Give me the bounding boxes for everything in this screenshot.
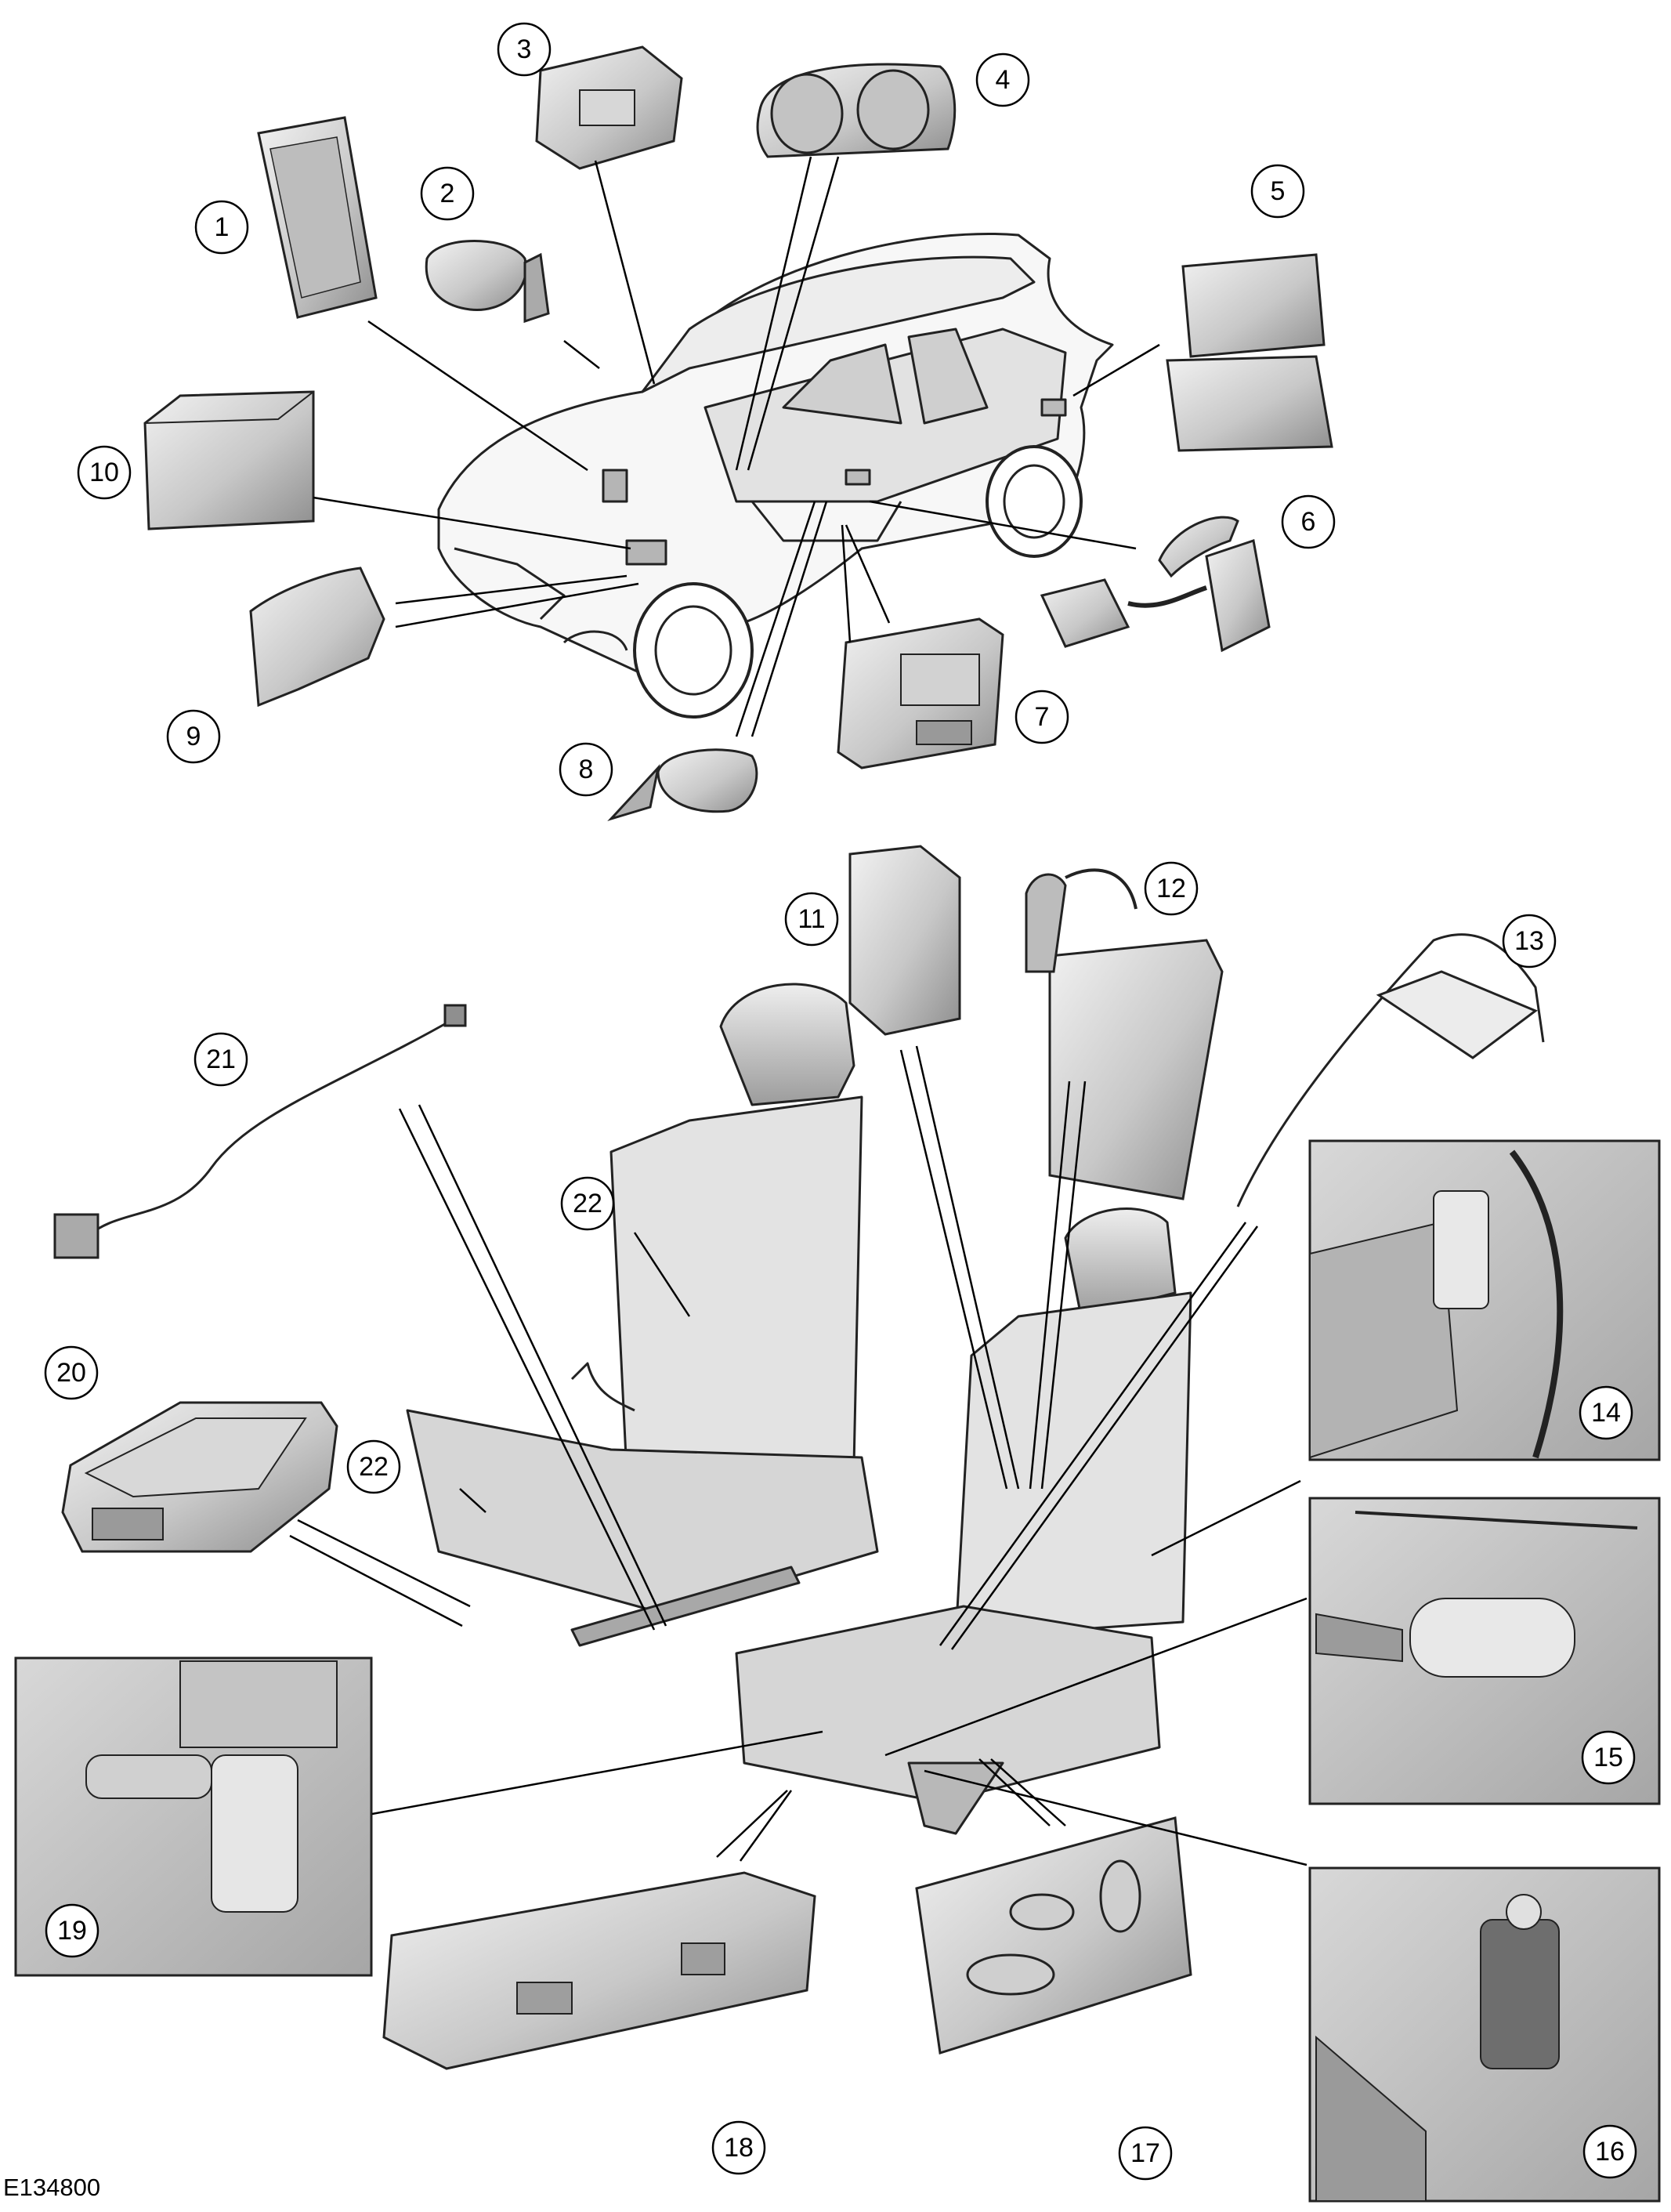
svg-text:7: 7 xyxy=(1035,702,1050,732)
svg-text:10: 10 xyxy=(89,458,119,487)
callout-3: 3 xyxy=(497,22,552,77)
svg-text:14: 14 xyxy=(1591,1398,1621,1428)
svg-text:9: 9 xyxy=(186,722,201,751)
battery xyxy=(143,390,315,530)
svg-text:4: 4 xyxy=(996,65,1011,95)
svg-text:3: 3 xyxy=(517,34,532,64)
callout-22-upper: 22 xyxy=(560,1176,615,1231)
callout-4: 4 xyxy=(975,52,1030,107)
document-id: E134800 xyxy=(3,2174,101,2201)
callout-18: 18 xyxy=(711,2120,766,2175)
callout-12: 12 xyxy=(1144,861,1199,916)
svg-text:16: 16 xyxy=(1595,2137,1625,2167)
callout-2: 2 xyxy=(420,166,475,221)
body-control-module xyxy=(535,45,683,170)
instrument-cluster xyxy=(756,63,957,158)
seat-control-unit-20 xyxy=(61,1401,338,1553)
svg-text:8: 8 xyxy=(579,755,594,784)
seat-left xyxy=(406,983,879,1647)
svg-text:18: 18 xyxy=(724,2133,754,2163)
callout-7: 7 xyxy=(1015,690,1069,744)
callout-14: 14 xyxy=(1579,1385,1633,1440)
callout-17: 17 xyxy=(1118,2126,1173,2181)
callout-6: 6 xyxy=(1281,494,1336,549)
callout-16: 16 xyxy=(1582,2124,1637,2179)
callout-9: 9 xyxy=(166,709,221,764)
door-handle-and-latch xyxy=(1040,516,1271,653)
callout-21: 21 xyxy=(194,1032,248,1087)
callout-15: 15 xyxy=(1581,1730,1636,1785)
svg-text:20: 20 xyxy=(56,1358,86,1388)
svg-text:11: 11 xyxy=(798,904,825,934)
rear-junction-box xyxy=(1166,253,1333,452)
svg-text:1: 1 xyxy=(215,212,230,242)
callout-22-lower: 22 xyxy=(346,1439,401,1494)
svg-text:21: 21 xyxy=(206,1044,236,1074)
svg-text:15: 15 xyxy=(1593,1743,1623,1772)
callout-10: 10 xyxy=(77,445,132,500)
svg-text:13: 13 xyxy=(1514,926,1544,956)
svg-text:19: 19 xyxy=(57,1916,87,1946)
svg-text:2: 2 xyxy=(440,179,455,208)
callout-5: 5 xyxy=(1250,164,1305,219)
front-sensor-housing xyxy=(249,567,385,708)
svg-text:12: 12 xyxy=(1156,874,1186,903)
detail-inset-15 xyxy=(1308,1497,1661,1805)
callout-19: 19 xyxy=(45,1903,99,1958)
occupant-sensor-pad xyxy=(1025,868,1224,1200)
mirror-assembly-lower xyxy=(607,748,758,822)
seat-switch-pack xyxy=(915,1816,1192,2055)
svg-text:22: 22 xyxy=(359,1452,389,1482)
svg-text:17: 17 xyxy=(1130,2138,1160,2168)
seat-harness-21 xyxy=(53,1004,467,1259)
door-module xyxy=(837,617,1004,769)
callout-1: 1 xyxy=(194,200,249,255)
mirror-assembly-upper xyxy=(425,240,550,324)
central-junction-box xyxy=(257,116,378,319)
leader-lines xyxy=(289,156,1308,1866)
callout-13: 13 xyxy=(1502,914,1557,968)
seat-harness-13 xyxy=(1236,933,1545,1207)
vehicle-illustration xyxy=(437,232,1114,719)
seat-memory-module xyxy=(382,1871,816,2070)
svg-text:22: 22 xyxy=(573,1189,602,1218)
seat-module xyxy=(848,845,961,1036)
callout-11: 11 xyxy=(784,892,839,947)
callout-8: 8 xyxy=(559,742,613,797)
svg-text:5: 5 xyxy=(1271,176,1286,206)
svg-text:6: 6 xyxy=(1301,507,1316,537)
callout-20: 20 xyxy=(44,1345,99,1400)
